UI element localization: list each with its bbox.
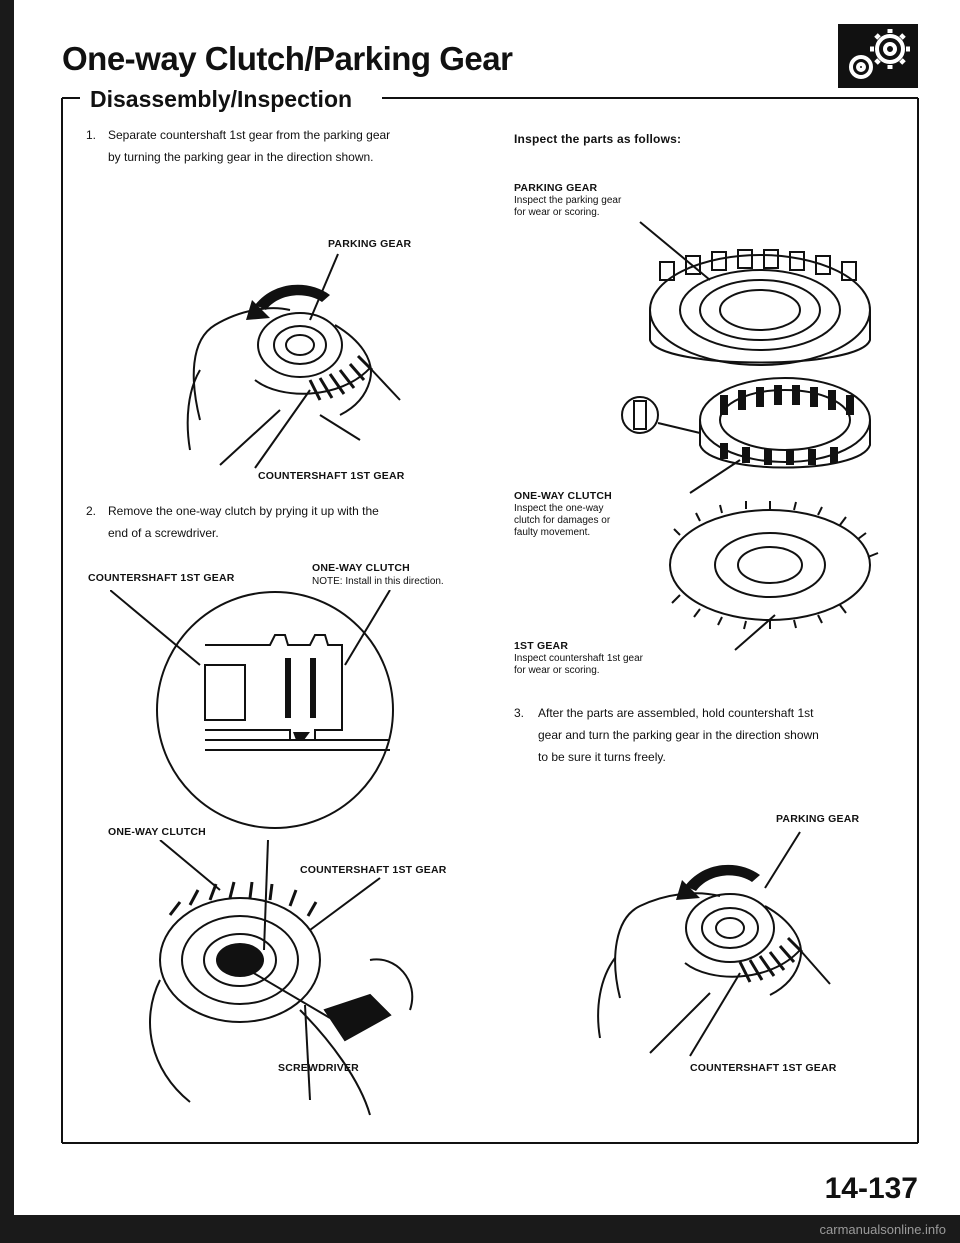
inspect-oneway-desc-1: Inspect the one-way — [514, 503, 604, 514]
step-2-number: 2. — [86, 504, 97, 518]
fig3-parking-gear-illustration — [597, 831, 831, 1057]
step-3-number: 3. — [514, 706, 525, 720]
step-1-number: 1. — [86, 128, 97, 142]
inspect-parking-gear-label: PARKING GEAR — [514, 182, 598, 194]
step-3-line-2: gear and turn the parking gear in the di… — [538, 728, 819, 742]
fig2-screwdriver-label: SCREWDRIVER — [278, 1062, 359, 1074]
fig2-countershaft-label-lower: COUNTERSHAFT 1ST GEAR — [300, 864, 447, 876]
inspect-parking-gear-desc-1: Inspect the parking gear — [514, 195, 622, 206]
fig3-countershaft-label: COUNTERSHAFT 1ST GEAR — [690, 1062, 837, 1074]
footer-bar — [0, 1215, 960, 1243]
inspect-oneway-desc-2: clutch for damages or — [514, 515, 611, 526]
page-number: 14-137 — [824, 1172, 918, 1205]
inspect-heading: Inspect the parts as follows: — [514, 132, 682, 146]
fig2-oneway-label: ONE-WAY CLUTCH — [312, 562, 410, 574]
fig1-countershaft-label: COUNTERSHAFT 1ST GEAR — [258, 470, 405, 482]
step-1-line-1: Separate countershaft 1st gear from the … — [108, 128, 391, 142]
section-subtitle: Disassembly/Inspection — [90, 86, 353, 112]
fig1-parking-gear-illustration — [186, 253, 401, 469]
inspect-1st-gear-label: 1ST GEAR — [514, 640, 569, 652]
step-1-line-2: by turning the parking gear in the direc… — [108, 150, 374, 164]
inspect-oneway-desc-3: faulty movement. — [514, 527, 591, 538]
left-binding-bar — [0, 0, 14, 1243]
parking-gear-illustration — [639, 221, 871, 366]
watermark: carmanualsonline.info — [819, 1222, 946, 1237]
step-3-line-3: to be sure it turns freely. — [538, 750, 666, 764]
first-gear-illustration — [669, 501, 879, 651]
inspect-parking-gear-desc-2: for wear or scoring. — [514, 207, 600, 218]
fig1-parking-gear-label: PARKING GEAR — [328, 238, 412, 250]
fig2-oneway-label-lower: ONE-WAY CLUTCH — [108, 826, 206, 838]
fig2-install-note: NOTE: Install in this direction. — [312, 576, 444, 587]
fig3-parking-gear-label: PARKING GEAR — [776, 813, 860, 825]
inspect-1st-gear-desc-2: for wear or scoring. — [514, 665, 600, 676]
inspect-oneway-label: ONE-WAY CLUTCH — [514, 490, 612, 502]
step-2-line-2: end of a screwdriver. — [108, 526, 219, 540]
inspect-1st-gear-desc-1: Inspect countershaft 1st gear — [514, 653, 643, 664]
transmission-gear-icon — [838, 24, 918, 88]
step-3-line-1: After the parts are assembled, hold coun… — [538, 706, 814, 720]
page-title: One-way Clutch/Parking Gear — [62, 40, 513, 77]
fig2-screwdriver-illustration — [149, 840, 414, 1116]
step-2-line-1: Remove the one-way clutch by prying it u… — [108, 504, 379, 518]
fig2-magnified-detail — [110, 590, 394, 829]
oneway-clutch-illustration — [621, 377, 871, 494]
fig2-countershaft-label: COUNTERSHAFT 1ST GEAR — [88, 572, 235, 584]
